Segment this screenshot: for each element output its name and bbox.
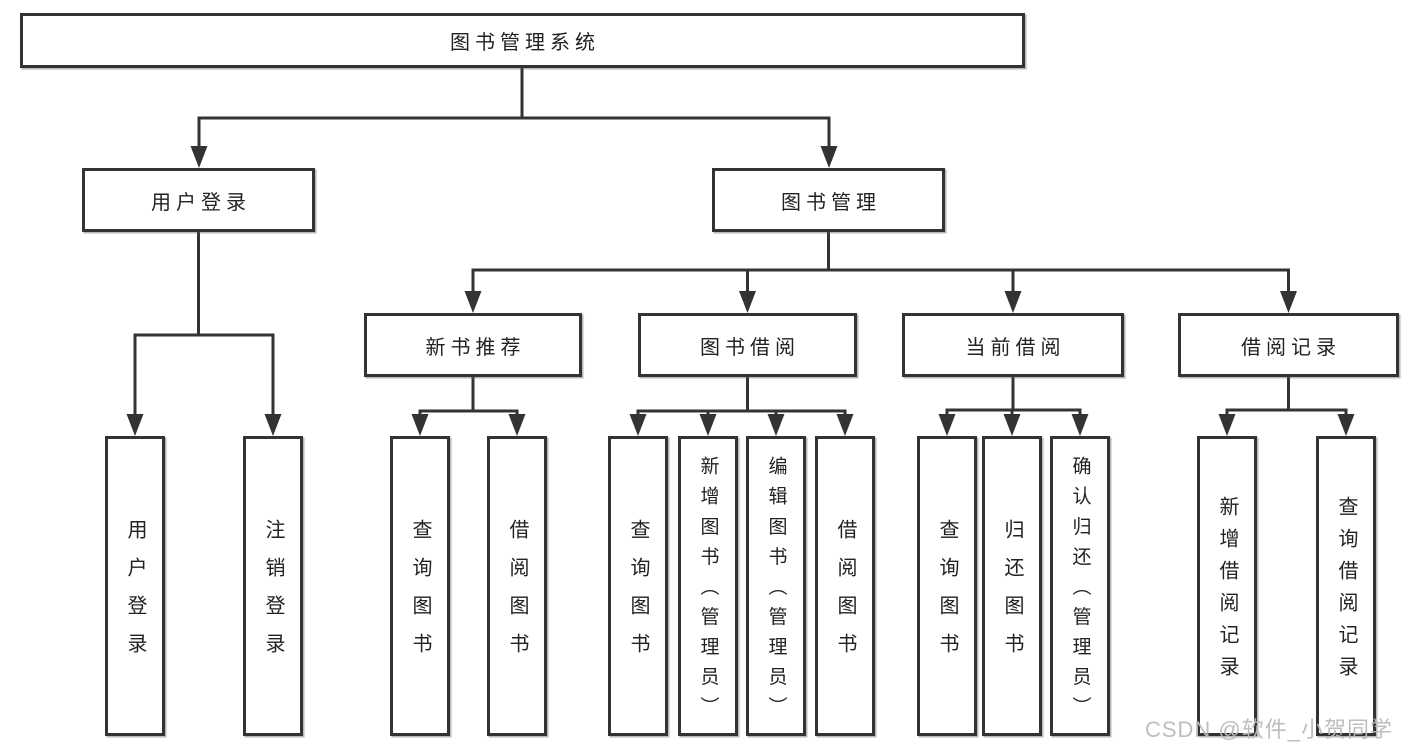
leaf-logout: 注销登录 <box>243 436 303 736</box>
leaf-confirm-return-admin-label: 确认归还（管理员） <box>1069 456 1091 727</box>
leaf-logout-label: 注销登录 <box>262 519 284 671</box>
leaf-return-book-label: 归还图书 <box>1001 519 1023 671</box>
leaf-user-login-label: 用户登录 <box>124 519 146 671</box>
leaf-add-borrow-record: 新增借阅记录 <box>1197 436 1257 736</box>
leaf-query-books-3: 查询图书 <box>917 436 977 736</box>
leaf-query-books-1: 查询图书 <box>390 436 450 736</box>
leaf-borrow-books-1-label: 借阅图书 <box>506 519 528 671</box>
leaf-query-borrow-record: 查询借阅记录 <box>1316 436 1376 736</box>
leaf-confirm-return-admin: 确认归还（管理员） <box>1050 436 1110 736</box>
node-current-borrow: 当前借阅 <box>902 313 1124 377</box>
node-new-book-recommend: 新书推荐 <box>364 313 582 377</box>
node-new-book-recommend-label: 新书推荐 <box>425 336 526 359</box>
leaf-return-book: 归还图书 <box>982 436 1042 736</box>
leaf-add-book-admin-label: 新增图书（管理员） <box>697 456 719 727</box>
node-root: 图书管理系统 <box>20 13 1025 68</box>
csdn-watermark: CSDN @软件_小贺同学 <box>1144 717 1393 742</box>
leaf-edit-book-admin: 编辑图书（管理员） <box>746 436 806 736</box>
leaf-add-borrow-record-label: 新增借阅记录 <box>1216 496 1238 688</box>
leaf-borrow-books-2: 借阅图书 <box>815 436 875 736</box>
leaf-query-books-2: 查询图书 <box>608 436 668 736</box>
node-borrow-record: 借阅记录 <box>1178 313 1399 377</box>
leaf-query-books-3-label: 查询图书 <box>936 519 958 671</box>
node-book-management: 图书管理 <box>712 168 945 232</box>
leaf-edit-book-admin-label: 编辑图书（管理员） <box>765 456 787 727</box>
node-book-management-label: 图书管理 <box>781 191 881 214</box>
leaf-query-books-1-label: 查询图书 <box>409 519 431 671</box>
node-user-login: 用户登录 <box>82 168 315 232</box>
leaf-add-book-admin: 新增图书（管理员） <box>678 436 738 736</box>
node-user-login-label: 用户登录 <box>151 191 251 214</box>
node-borrow-record-label: 借阅记录 <box>1241 336 1341 359</box>
node-root-label: 图书管理系统 <box>450 32 600 54</box>
leaf-query-borrow-record-label: 查询借阅记录 <box>1335 496 1357 688</box>
node-current-borrow-label: 当前借阅 <box>965 336 1066 359</box>
node-book-borrow-label: 图书借阅 <box>700 336 800 359</box>
leaf-user-login: 用户登录 <box>105 436 165 736</box>
node-book-borrow: 图书借阅 <box>638 313 857 377</box>
leaf-query-books-2-label: 查询图书 <box>627 519 649 671</box>
leaf-borrow-books-1: 借阅图书 <box>487 436 547 736</box>
leaf-borrow-books-2-label: 借阅图书 <box>834 519 856 671</box>
